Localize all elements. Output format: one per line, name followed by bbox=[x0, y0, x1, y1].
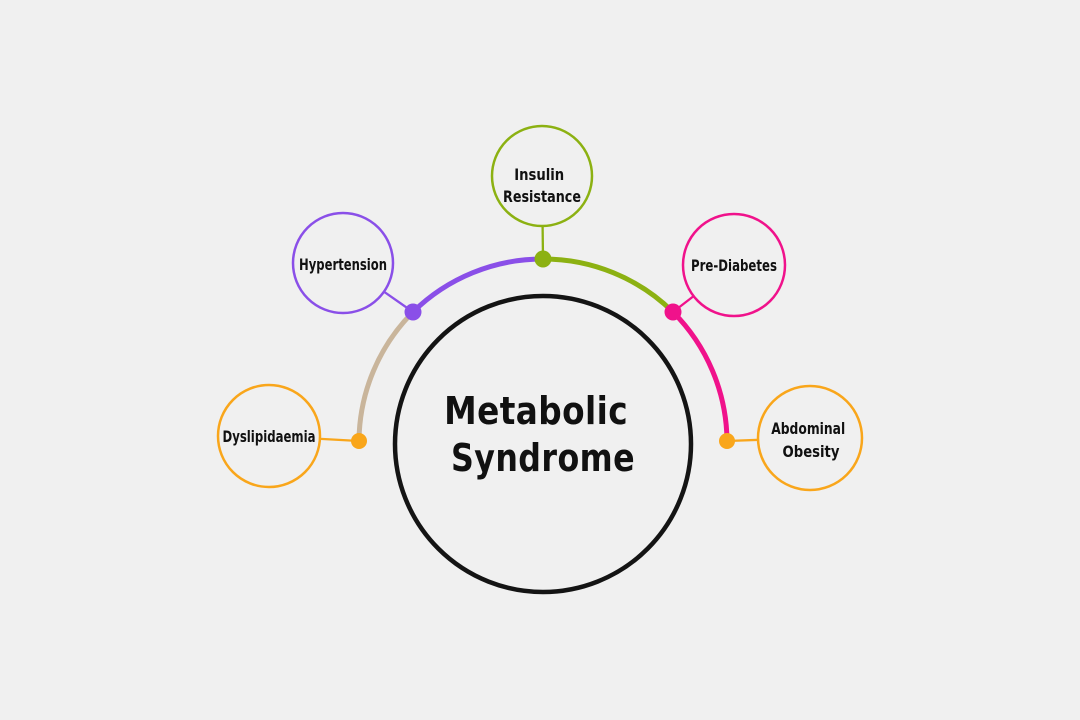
node-label-dyslipidaemia: Dyslipidaemia bbox=[223, 427, 316, 446]
junction-dot-hypertension bbox=[404, 303, 422, 321]
arc-segment-insulin-prediabetes bbox=[540, 256, 676, 315]
arc-segment-hypertension-insulin bbox=[410, 256, 546, 315]
node-circle-hypertension bbox=[291, 211, 395, 315]
junction-dot-pre-diabetes bbox=[664, 303, 682, 321]
labels: Metabolic Syndrome Insulin Resistance Hy… bbox=[223, 165, 851, 480]
relationship-arc bbox=[356, 256, 730, 443]
arc-segment-prediabetes-abdominal bbox=[670, 309, 730, 443]
node-label-pre-diabetes: Pre-Diabetes bbox=[691, 256, 777, 275]
satellite-circles bbox=[216, 124, 864, 492]
junction-dots bbox=[351, 250, 735, 449]
node-circle-pre-diabetes bbox=[681, 212, 787, 318]
central-circle bbox=[392, 293, 694, 595]
node-label-abdominal-obesity: Abdominal Obesity bbox=[771, 419, 851, 461]
node-circle-abdominal-obesity bbox=[756, 384, 864, 492]
central-label: Metabolic Syndrome bbox=[444, 389, 642, 480]
node-label-insulin-resistance: Insulin Resistance bbox=[503, 165, 581, 206]
junction-dot-insulin-resistance bbox=[534, 250, 552, 268]
node-circle-dyslipidaemia bbox=[216, 383, 322, 489]
junction-dot-dyslipidaemia bbox=[351, 433, 367, 449]
central-label-line1: Metabolic bbox=[444, 389, 628, 433]
node-label-hypertension: Hypertension bbox=[299, 255, 387, 274]
junction-dot-abdominal-obesity bbox=[719, 433, 735, 449]
central-label-line2: Syndrome bbox=[451, 436, 635, 480]
node-circle-insulin-resistance bbox=[490, 124, 594, 228]
arc-segment-dyslipidaemia-hypertension bbox=[356, 309, 416, 443]
